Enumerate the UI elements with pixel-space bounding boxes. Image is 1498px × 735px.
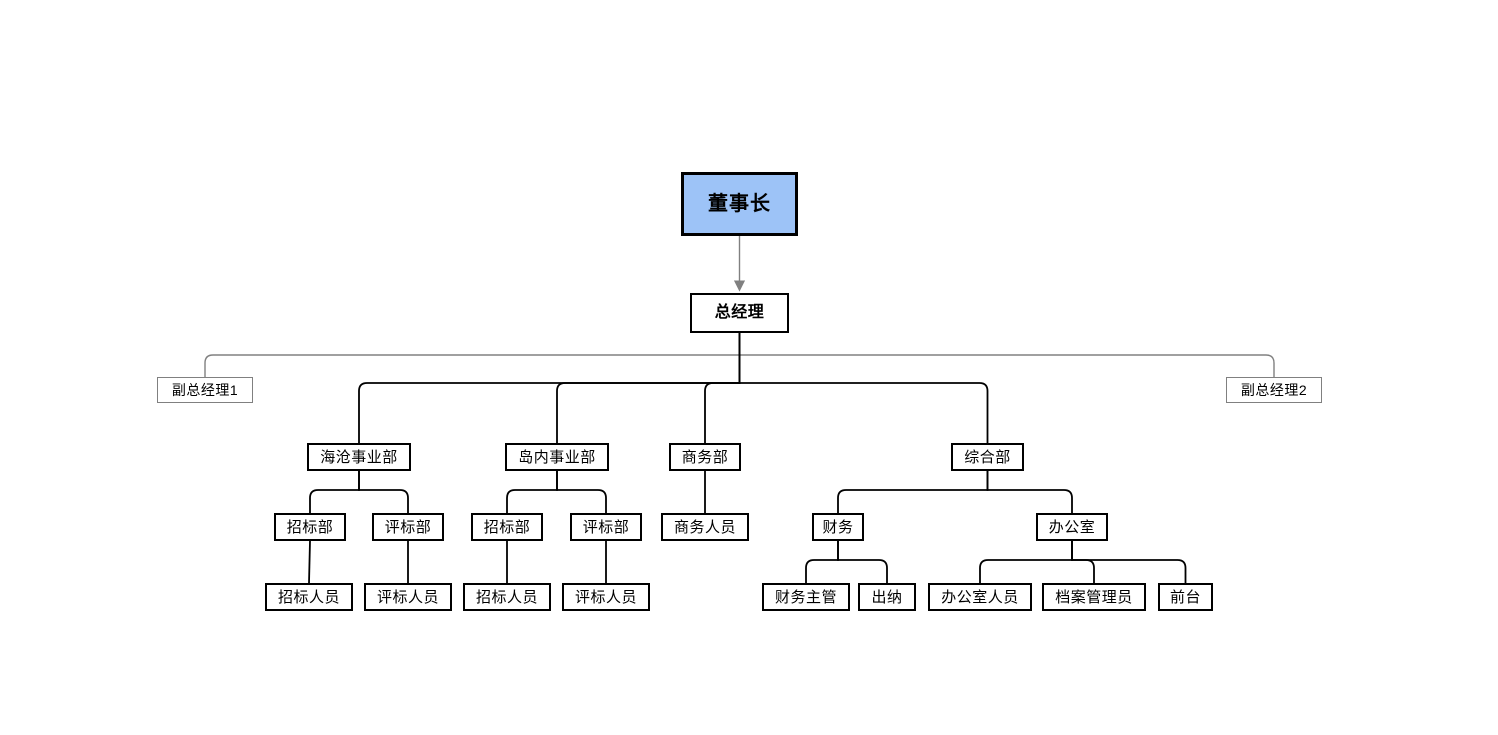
org-node-label: 总经理 — [714, 304, 765, 321]
org-node-office-staff[interactable]: 办公室人员 — [928, 583, 1032, 611]
org-node-office[interactable]: 办公室 — [1036, 513, 1108, 541]
org-node-hc-bid[interactable]: 招标部 — [274, 513, 346, 541]
org-node-daonei[interactable]: 岛内事业部 — [505, 443, 609, 471]
connector-line — [308, 540, 311, 584]
org-node-chairman[interactable]: 董事长 — [681, 172, 798, 236]
org-node-label: 办公室人员 — [941, 588, 1019, 606]
connector-line — [837, 541, 888, 583]
org-node-label: 董事长 — [708, 193, 771, 215]
org-node-hc-eval[interactable]: 评标部 — [372, 513, 444, 541]
connector-line — [979, 541, 1073, 583]
org-node-label: 财务主管 — [774, 588, 837, 606]
connector-line — [1071, 541, 1095, 583]
org-node-label: 海沧事业部 — [320, 448, 398, 466]
org-node-hc-eval-staff[interactable]: 评标人员 — [364, 583, 452, 611]
connector-line — [1071, 541, 1187, 583]
org-node-label: 评标人员 — [574, 588, 637, 606]
org-node-label: 商务部 — [681, 448, 729, 466]
org-node-label: 副总经理2 — [1240, 382, 1308, 398]
org-node-label: 评标部 — [582, 518, 630, 536]
org-node-general[interactable]: 综合部 — [951, 443, 1024, 471]
org-node-label: 财务 — [822, 518, 854, 536]
org-node-haicang[interactable]: 海沧事业部 — [307, 443, 411, 471]
connector-line — [556, 333, 741, 443]
org-node-label: 办公室 — [1048, 518, 1096, 536]
org-node-label: 出纳 — [871, 588, 903, 606]
connector-line — [204, 333, 741, 377]
connector-line — [309, 471, 360, 513]
org-node-label: 招标部 — [483, 518, 531, 536]
org-node-deputy2[interactable]: 副总经理2 — [1226, 377, 1322, 403]
org-node-deputy1[interactable]: 副总经理1 — [157, 377, 253, 403]
org-node-archivist[interactable]: 档案管理员 — [1042, 583, 1146, 611]
org-node-label: 招标部 — [286, 518, 334, 536]
org-node-label: 评标部 — [384, 518, 432, 536]
connector-line — [358, 471, 409, 513]
connector-line — [738, 333, 989, 443]
org-node-hc-bid-staff[interactable]: 招标人员 — [265, 583, 353, 611]
org-node-finance[interactable]: 财务 — [812, 513, 864, 541]
connector-line — [986, 471, 1073, 513]
connector-line — [805, 541, 839, 583]
org-node-dn-bid-staff[interactable]: 招标人员 — [463, 583, 551, 611]
org-node-label: 评标人员 — [376, 588, 439, 606]
connector-line — [506, 471, 558, 513]
org-node-label: 档案管理员 — [1055, 588, 1133, 606]
connector-line — [556, 471, 607, 513]
org-node-label: 岛内事业部 — [518, 448, 596, 466]
org-node-label: 招标人员 — [277, 588, 340, 606]
edge-layer — [204, 236, 1275, 584]
connector-line — [704, 333, 741, 443]
org-node-label: 商务人员 — [673, 518, 736, 536]
org-node-label: 招标人员 — [475, 588, 538, 606]
org-node-dn-eval[interactable]: 评标部 — [570, 513, 642, 541]
org-node-dn-eval-staff[interactable]: 评标人员 — [562, 583, 650, 611]
org-node-biz-staff[interactable]: 商务人员 — [661, 513, 749, 541]
connector-line — [358, 333, 741, 443]
org-node-reception[interactable]: 前台 — [1158, 583, 1213, 611]
org-node-business[interactable]: 商务部 — [669, 443, 741, 471]
connector-line — [738, 333, 1275, 377]
org-node-label: 综合部 — [964, 448, 1011, 466]
org-node-label: 副总经理1 — [171, 382, 239, 398]
org-node-label: 前台 — [1169, 588, 1201, 606]
org-node-fin-manager[interactable]: 财务主管 — [762, 583, 850, 611]
connector-line — [837, 471, 989, 513]
org-node-gm[interactable]: 总经理 — [690, 293, 789, 333]
org-node-cashier[interactable]: 出纳 — [858, 583, 916, 611]
org-node-dn-bid[interactable]: 招标部 — [471, 513, 543, 541]
